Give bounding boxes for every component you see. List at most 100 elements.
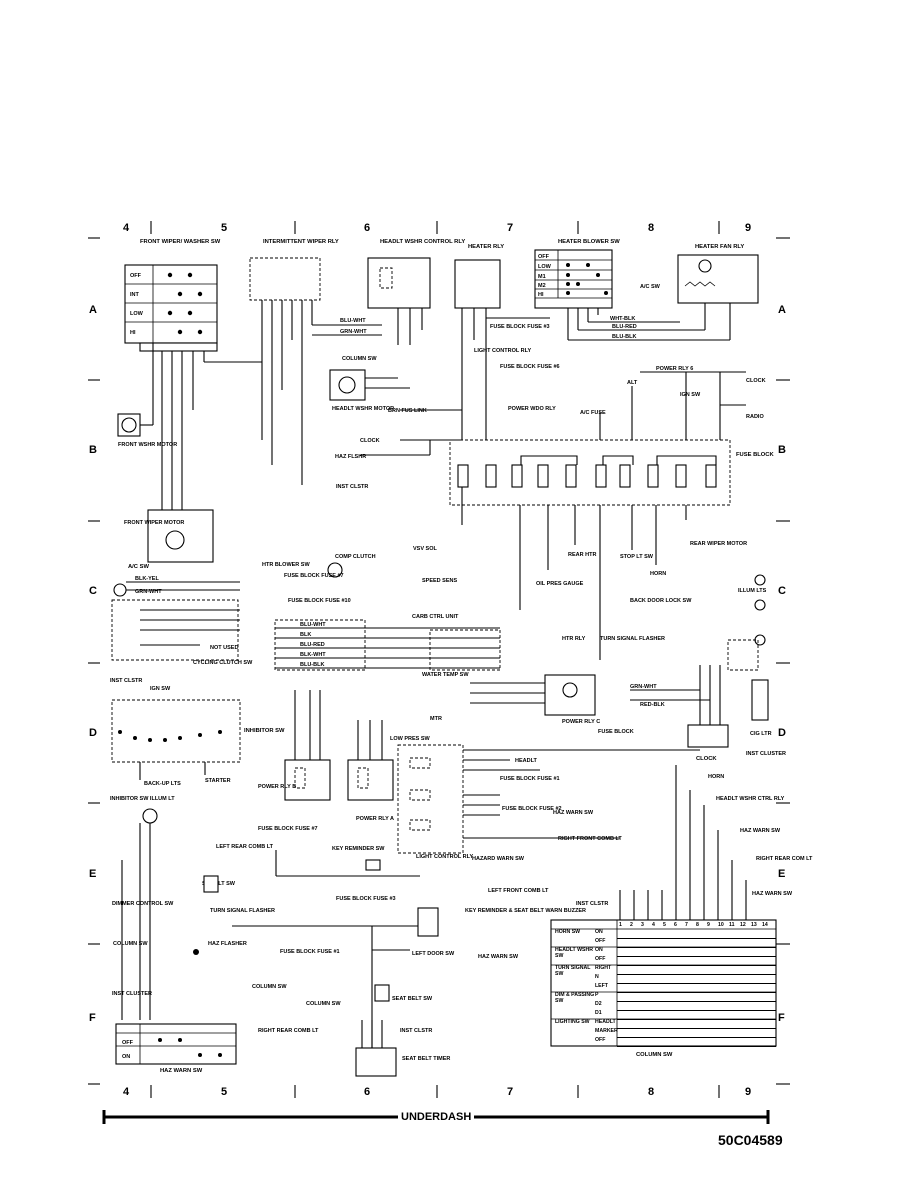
starter-label: STARTER [205, 778, 231, 784]
turn-signal-flasher-label: TURN SIGNAL FLASHER [210, 908, 275, 914]
column-row-position: OFF [595, 1037, 606, 1043]
hazard-warn-sw-label: HAZARD WARN SW [472, 856, 525, 862]
right-e-labels: INST CLUSTER HAZ WARN SW RIGHT REAR COM … [619, 751, 813, 920]
column-sw-label-f: COLUMN SW [252, 984, 287, 990]
grid-col-top-5: 5 [221, 222, 228, 234]
front-wiper-motor-label: FRONT WIPER MOTOR [124, 520, 184, 526]
grid-row-right-c: C [778, 585, 786, 597]
ign-sw-label-b: IGN SW [680, 392, 701, 398]
grid-col-bottom-8: 8 [648, 1086, 655, 1098]
fuse-2-callout: FUSE BLOCK FUSE #2 [502, 806, 562, 812]
column-row-line [617, 965, 776, 966]
right-b-row-labels: POWER RLY 6 ALT IGN SW CLOCK RADIO A/C F… [335, 366, 766, 490]
inhibitor-sw-illum-lt-label: INHIBITOR SW ILLUM LT [110, 796, 175, 802]
inst-cluster-label-right: INST CLUSTER [746, 751, 786, 757]
fuse-7-callout-e: FUSE BLOCK FUSE #7 [258, 826, 318, 832]
wire-grn-wht-c: GRN-WHT [135, 589, 162, 595]
alt-label: ALT [627, 380, 638, 386]
a-c-switch: A/C SW BLK-YEL GRN-WHT NOT USED [111, 564, 240, 661]
column-row-group: DIM & PASSING SW [555, 992, 595, 1004]
column-row-line [617, 992, 776, 993]
column-row-line [617, 983, 776, 984]
fuse-1-callout-f: FUSE BLOCK FUSE #1 [280, 949, 340, 955]
right-rear-comb-lt-label: RIGHT REAR COMB LT [258, 1028, 319, 1034]
int-wiper-rly-title: INTERMITTENT WIPER RLY [263, 239, 339, 245]
stop-lt-sw-label-e: STOP LT SW [202, 881, 236, 887]
turn-signal-flasher-label-c: TURN SIGNAL FLASHER [600, 636, 665, 642]
column-pin-header: 12 [740, 922, 746, 928]
intermittent-wiper-relay: INTERMITTENT WIPER RLY BLU-WHT GRN-WHT [249, 239, 382, 485]
wiper-pos-hi: HI [130, 330, 136, 336]
fuse-row [457, 464, 717, 488]
htr-rly-label: HTR RLY [562, 636, 586, 642]
heater-blower-switch: HEATER BLOWER SW OFF LOW M1 M2 HI WHT- [534, 239, 730, 341]
column-row-line [617, 1010, 776, 1011]
inst-clstr-label-f: INST CLSTR [400, 1028, 432, 1034]
headlt-wshr-rly-title: HEADLT WSHR CONTROL RLY [380, 239, 465, 245]
inhibitor-sw-illum: INHIBITOR SW ILLUM LT DIMMER CONTROL SW … [110, 796, 175, 1020]
wire-blk-wht-c: BLK-WHT [300, 652, 326, 658]
oil-pres-gauge-label: OIL PRES GAUGE [536, 581, 584, 587]
front-wiper-motor: FRONT WIPER MOTOR [124, 455, 214, 563]
column-pin-header: 6 [674, 922, 677, 928]
column-row-line [617, 1037, 776, 1038]
headlt-wshr-control-relay: HEADLT WSHR CONTROL RLY COLUMN SW [342, 239, 465, 362]
grid-row-right-f: F [778, 1012, 785, 1024]
column-sw-label: COLUMN SW [342, 356, 377, 362]
column-row-position: ON [595, 929, 603, 935]
right-front-comb-lt-label: RIGHT FRONT COMB LT [558, 836, 622, 842]
carb-ctrl-unit-label: CARB CTRL UNIT [412, 614, 459, 620]
blower-pos-m1: M1 [538, 274, 546, 280]
column-row-position: D1 [595, 1010, 602, 1016]
illum-lts-label: ILLUM LTS [738, 588, 767, 594]
column-sw-title: COLUMN SW [636, 1052, 673, 1058]
column-sw-label-e: COLUMN SW [113, 941, 148, 947]
grid-row-right-e: E [778, 868, 786, 880]
brn-fus-link-label: BRN FUS LINK [388, 408, 427, 414]
column-row-line [617, 938, 776, 939]
column-row-position: ON [595, 947, 603, 953]
clock-label-mid: CLOCK [360, 438, 380, 444]
wire-grn-wht-a: GRN-WHT [340, 329, 367, 335]
column-pin-header: 8 [696, 922, 699, 928]
column-row-group: TURN SIGNAL SW [555, 965, 591, 977]
column-row-line [617, 956, 776, 957]
low-pres-sw-label: LOW PRES SW [390, 736, 431, 742]
blower-pos-m2: M2 [538, 283, 546, 289]
column-pin-header: 4 [652, 922, 655, 928]
back-door-lock-sw-label: BACK DOOR LOCK SW [630, 598, 692, 604]
back-up-lts-label: BACK-UP LTS [144, 781, 181, 787]
column-pin-header: 1 [619, 922, 622, 928]
horn-label-d: HORN [708, 774, 724, 780]
wire-blu-blk-c: BLU-BLK [300, 662, 324, 668]
power-rly-c-label: POWER RLY C [562, 719, 600, 725]
column-pin-header: 10 [718, 922, 724, 928]
wire-red-blk-d: RED-BLK [640, 702, 665, 708]
blower-pos-off: OFF [538, 254, 550, 260]
heater-fan-relay: HEATER FAN RLY A/C SW [640, 244, 759, 340]
power-relay-c: POWER RLY C MTR [430, 674, 600, 725]
fuse-1-callout: FUSE BLOCK FUSE #1 [500, 776, 560, 782]
column-row-group: LIGHTING SW [555, 1019, 590, 1025]
column-row-line [617, 1028, 776, 1029]
fuse-block-title: FUSE BLOCK [736, 452, 774, 458]
water-temp-sw-label: WATER TEMP SW [422, 672, 469, 678]
column-pin-header: 13 [751, 922, 757, 928]
column-pin-header: 5 [663, 922, 666, 928]
haz-pos-on: ON [122, 1054, 130, 1060]
column-pin-header: 9 [707, 922, 710, 928]
power-relay-b: POWER RLY B [258, 690, 331, 801]
cig-ltr-label: CIG LTR [750, 731, 772, 737]
column-sw-label-f2: COLUMN SW [306, 1001, 341, 1007]
wire-blu-wht-a: BLU-WHT [340, 318, 366, 324]
fuse-block-label-d: FUSE BLOCK [598, 729, 634, 735]
front-wshr-motor-label: FRONT WSHR MOTOR [118, 442, 177, 448]
column-row-position: HEADLT [595, 1019, 616, 1025]
haz-pos-off: OFF [122, 1040, 134, 1046]
headlt-wshr-motor: HEADLT WSHR MOTOR [329, 369, 410, 412]
ign-sw-label-d: IGN SW [150, 686, 171, 692]
grid-row-right-b: B [778, 444, 786, 456]
fuse-3-callout-a: FUSE BLOCK FUSE #3 [490, 324, 550, 330]
